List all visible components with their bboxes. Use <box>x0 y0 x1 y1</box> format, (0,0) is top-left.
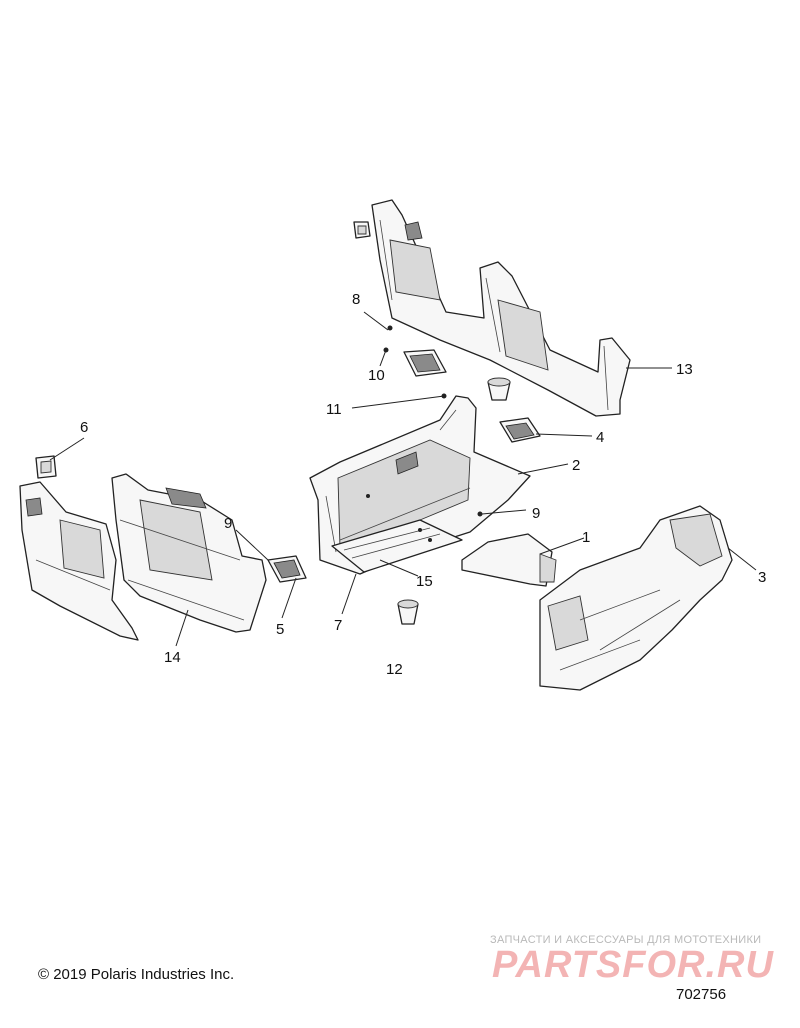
callout-labels: 1 2 3 4 5 6 7 8 9 9 10 11 12 13 14 15 <box>80 291 766 678</box>
callout-9-center: 9 <box>532 505 540 522</box>
callout-13: 13 <box>676 361 693 378</box>
cup-plug-lower <box>397 599 419 625</box>
callout-10: 10 <box>368 367 385 384</box>
diagram-number: 702756 <box>676 986 727 1003</box>
watermark-logo: PARTSFOR.RU <box>492 944 774 986</box>
callout-12: 12 <box>386 661 403 678</box>
footrest-clip-part-5 <box>267 555 307 583</box>
footrest-clip-part-4 <box>499 417 541 443</box>
callout-7: 7 <box>334 617 342 634</box>
callout-9-left: 9 <box>224 515 232 532</box>
floor-strip-part-15 <box>331 519 463 573</box>
side-panel-left <box>19 481 139 641</box>
fasteners <box>366 325 483 542</box>
front-floor-part-3 <box>539 505 733 691</box>
footrest-clip-upper <box>403 349 447 377</box>
cup-plug-upper <box>487 377 511 401</box>
rear-seat-panel-part-13 <box>371 199 631 417</box>
plug-part-6 <box>35 455 57 479</box>
callout-14: 14 <box>164 649 181 666</box>
callout-4: 4 <box>596 429 604 446</box>
callout-11: 11 <box>326 401 342 418</box>
center-floor-part-2 <box>309 395 531 575</box>
callout-15: 15 <box>416 573 433 590</box>
callout-2: 2 <box>572 457 580 474</box>
callout-1: 1 <box>582 529 590 546</box>
copyright-text: © 2019 Polaris Industries Inc. <box>38 966 235 983</box>
callout-6: 6 <box>80 419 88 436</box>
callout-5: 5 <box>276 621 284 638</box>
callout-8: 8 <box>352 291 360 308</box>
watermark-caption: ЗАПЧАСТИ И АКСЕССУАРЫ ДЛЯ МОТОТЕХНИКИ <box>490 934 762 946</box>
plug-part <box>353 221 371 239</box>
rocker-panel-part-14 <box>111 473 267 633</box>
step-plate-part-1 <box>461 533 557 587</box>
leader-lines <box>49 311 757 647</box>
callout-3: 3 <box>758 569 766 586</box>
